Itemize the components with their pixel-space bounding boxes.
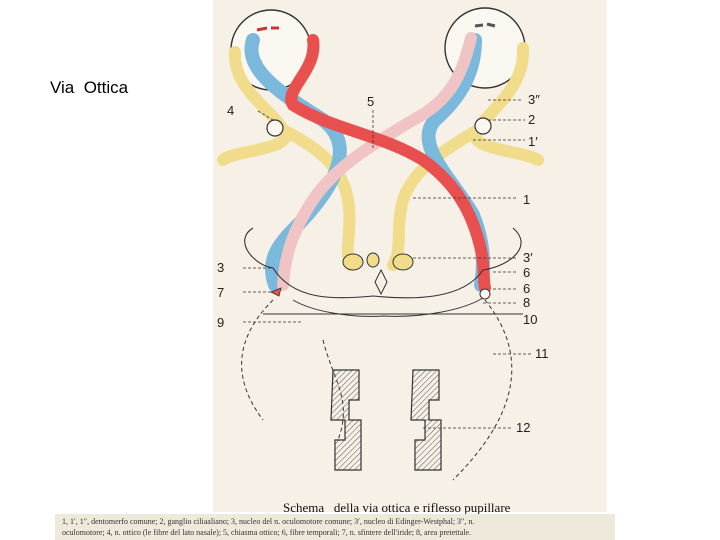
label-1p: 1′ xyxy=(528,134,538,149)
legend-line-2: oculomotore; 4, n. ottico (le fibre del … xyxy=(62,528,610,537)
mid-nucleus xyxy=(367,253,379,267)
slide-title: Via Ottica xyxy=(50,78,128,98)
label-6a: 6 xyxy=(523,265,530,280)
label-1: 1 xyxy=(523,192,530,207)
label-9: 9 xyxy=(217,315,224,330)
right-cord-block xyxy=(411,370,441,470)
left-ciliary-ganglion xyxy=(267,120,283,136)
label-3: 3 xyxy=(217,260,224,275)
label-6b: 6 xyxy=(523,281,530,296)
legend-line-1: 1, 1′, 1″, dentomerfo comune; 2, ganglio… xyxy=(62,517,610,526)
label-4: 4 xyxy=(227,103,234,118)
label-7: 7 xyxy=(217,285,224,300)
left-nucleus xyxy=(343,254,363,270)
label-10: 10 xyxy=(523,312,537,327)
label-8: 8 xyxy=(523,295,530,310)
label-11: 11 xyxy=(535,346,549,361)
label-12: 12 xyxy=(516,420,530,435)
left-cord-block xyxy=(331,370,361,470)
label-3pp: 3″ xyxy=(528,92,540,107)
right-nucleus xyxy=(393,254,413,270)
label-2: 2 xyxy=(528,112,535,127)
label-5: 5 xyxy=(367,94,374,109)
right-pupil-marker xyxy=(480,289,490,299)
optic-pathway-diagram: 4 5 3″ 2 1′ 1 3′ 3 6 6 7 8 9 10 11 12 xyxy=(213,0,610,540)
label-3p: 3′ xyxy=(523,250,533,265)
